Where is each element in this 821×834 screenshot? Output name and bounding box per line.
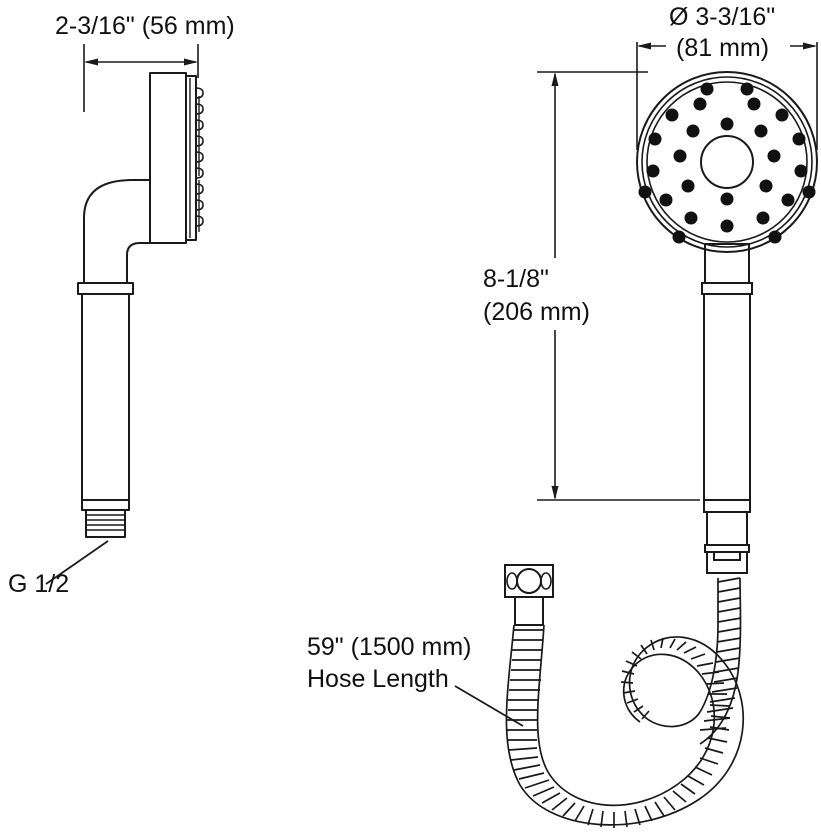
dia-arrow-right bbox=[803, 42, 817, 50]
side-thread-body bbox=[85, 509, 126, 538]
head-diameter-label-line1: Ø 3-3/16" bbox=[669, 3, 775, 31]
hose-end-shank bbox=[514, 596, 544, 626]
hose-end-nut-left-hole bbox=[506, 572, 518, 590]
hose-ribs-upper-right bbox=[699, 577, 742, 731]
side-head-body bbox=[149, 72, 187, 244]
side-thread-lines bbox=[86, 514, 125, 531]
thread-callout-leader bbox=[45, 540, 109, 585]
side-width-dimension bbox=[83, 44, 199, 112]
head-diameter-label-line2: (81 mm) bbox=[676, 34, 769, 62]
front-handle-base bbox=[703, 499, 751, 513]
handshower-front-view bbox=[636, 71, 818, 574]
flexible-hose bbox=[504, 564, 745, 828]
hose-length-leader bbox=[454, 685, 524, 727]
spray-face-center-hub bbox=[700, 135, 754, 189]
overall-height-label-line1: 8-1/8" bbox=[483, 265, 549, 293]
overall-height-dimension bbox=[537, 71, 700, 501]
hose-length-label-line2: Hose Length bbox=[307, 665, 449, 693]
hose-end-nut bbox=[504, 564, 554, 598]
hose-ribs-left-segment bbox=[507, 629, 731, 828]
handshower-side-view bbox=[77, 72, 204, 538]
side-face-plate bbox=[185, 75, 197, 241]
side-dim-arrow-left bbox=[84, 58, 98, 66]
side-dim-arrow-right bbox=[184, 58, 198, 66]
spray-nozzles bbox=[638, 82, 816, 244]
side-handle-upper-right bbox=[126, 242, 150, 283]
side-handle-base-step bbox=[81, 499, 130, 511]
side-handle-upper bbox=[83, 179, 150, 283]
height-arrow-bottom bbox=[551, 486, 559, 500]
overall-height-label-line2: (206 mm) bbox=[483, 298, 590, 326]
spray-face-inner-ring bbox=[646, 81, 808, 243]
hose-length-label-line1: 59" (1500 mm) bbox=[307, 633, 472, 661]
hose-outer-edge bbox=[505, 624, 745, 826]
side-handle-collar bbox=[77, 282, 134, 295]
head-diameter-dimension bbox=[636, 42, 818, 150]
hose-end-nut-right-hole bbox=[540, 572, 552, 590]
front-hose-collar-mid bbox=[704, 544, 750, 553]
height-arrow-top bbox=[551, 72, 559, 86]
front-hose-nut bbox=[706, 551, 748, 574]
spray-face-outer-ring bbox=[636, 71, 818, 253]
thread-callout-label: G 1/2 bbox=[8, 570, 69, 598]
dia-arrow-left bbox=[637, 42, 651, 50]
side-width-label: 2-3/16" (56 mm) bbox=[55, 12, 235, 40]
spray-face-mid-ring bbox=[641, 76, 813, 248]
front-collar bbox=[701, 282, 753, 295]
